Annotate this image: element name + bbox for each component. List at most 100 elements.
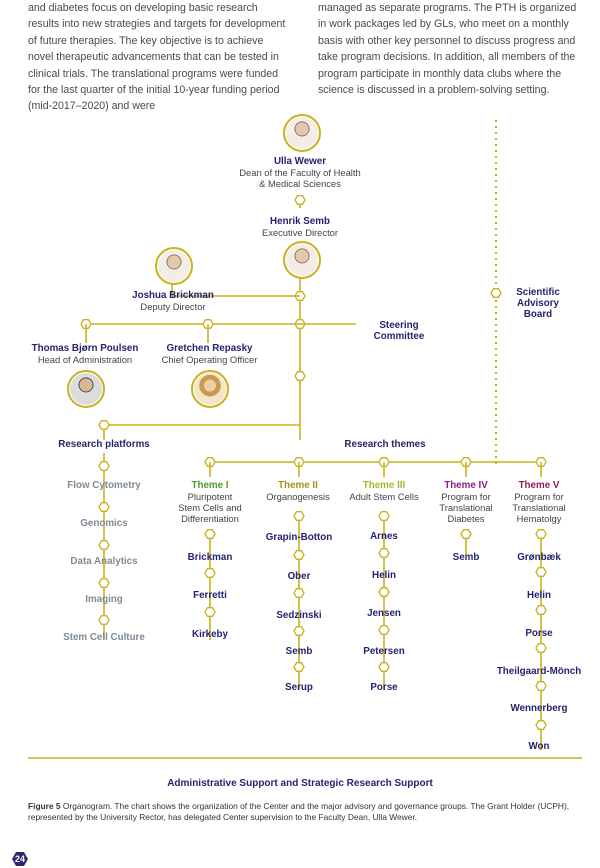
body-paragraph-left: and diabetes focus on developing basic r… xyxy=(28,2,286,113)
deputy-role: Deputy Director xyxy=(140,301,206,312)
theme-1-header: Theme I Pluripotent Stem Cells and Diffe… xyxy=(165,480,255,524)
theme-5-name: Theme V xyxy=(518,480,560,491)
connector-node xyxy=(535,681,547,691)
theme-3-member: Arnes xyxy=(370,531,398,542)
connector-node xyxy=(98,420,110,430)
steering-committee-label: Steering Committee xyxy=(359,320,439,342)
admin-name: Thomas Bjørn Poulsen xyxy=(31,343,139,354)
theme-4-desc: Program for xyxy=(441,491,491,502)
deputy-name: Joshua Brickman xyxy=(132,290,214,301)
theme-1-desc: Stem Cells and xyxy=(178,502,242,513)
theme-4-header: Theme IV Program for Translational Diabe… xyxy=(421,480,511,524)
theme-1-member: Kirkeby xyxy=(192,629,228,640)
connector-node xyxy=(293,550,305,560)
theme-5-desc: Hematolgy xyxy=(516,513,562,524)
connector-node xyxy=(378,548,390,558)
connector-node xyxy=(98,540,110,550)
connector-node xyxy=(378,587,390,597)
figure-caption: Figure 5 Organogram. The chart shows the… xyxy=(28,801,573,823)
theme-1-name: Theme I xyxy=(191,480,229,491)
research-platforms-title-text: Research platforms xyxy=(58,439,150,450)
connector-node xyxy=(204,568,216,578)
theme-1-member: Brickman xyxy=(187,552,233,563)
dean-role-line1: Dean of the Faculty of Health xyxy=(239,167,361,178)
body-paragraph-right: managed as separate programs. The PTH is… xyxy=(318,2,577,97)
steering-line2: Committee xyxy=(373,331,425,342)
theme-5-desc: Translational xyxy=(512,502,566,513)
connector-node xyxy=(98,502,110,512)
connector-node xyxy=(378,625,390,635)
director-label: Henrik Semb Executive Director xyxy=(200,216,400,238)
platform-item: Flow Cytometry xyxy=(67,480,141,491)
theme-2-member: Serup xyxy=(285,682,313,693)
theme-5-member: Grønbæk xyxy=(517,552,561,563)
avatar-ulla-wewer xyxy=(283,114,321,152)
platform-item: Stem Cell Culture xyxy=(63,632,145,643)
director-name: Henrik Semb xyxy=(270,216,330,227)
sab-line2: Advisory xyxy=(517,298,559,309)
theme-3-member: Helin xyxy=(372,570,396,581)
steering-line1: Steering xyxy=(379,320,419,331)
theme-3-member: Petersen xyxy=(363,646,405,657)
avatar-gretchen-repasky xyxy=(191,370,229,408)
theme-5-member: Porse xyxy=(525,628,553,639)
theme-4-desc: Translational xyxy=(439,502,493,513)
connector-node xyxy=(293,662,305,672)
theme-5-member: Theilgaard-Mönch xyxy=(496,666,582,677)
theme-4-name: Theme IV xyxy=(444,480,488,491)
connector-node xyxy=(490,288,502,298)
theme-3-header: Theme III Adult Stem Cells xyxy=(339,480,429,502)
research-platforms-title: Research platforms xyxy=(44,439,164,450)
theme-3-desc: Adult Stem Cells xyxy=(349,491,419,502)
theme-3-name: Theme III xyxy=(362,480,406,491)
page-number: 24 xyxy=(12,852,28,866)
theme-3-member: Jensen xyxy=(367,608,401,619)
theme-4-desc: Diabetes xyxy=(447,513,485,524)
theme-2-member: Ober xyxy=(287,571,311,582)
admin-label: Thomas Bjørn Poulsen Head of Administrat… xyxy=(20,343,150,365)
connector-node xyxy=(204,607,216,617)
platform-item: Genomics xyxy=(80,518,128,529)
connector-node xyxy=(460,529,472,539)
connector-node xyxy=(378,511,390,521)
theme-5-desc: Program for xyxy=(514,491,564,502)
admin-support-title: Administrative Support and Strategic Res… xyxy=(167,778,433,789)
theme-5-header: Theme V Program for Translational Hemato… xyxy=(494,480,584,524)
connector-node xyxy=(293,626,305,636)
connector-node xyxy=(535,529,547,539)
admin-role: Head of Administration xyxy=(37,354,133,365)
connector-node xyxy=(378,662,390,672)
research-themes-title-text: Research themes xyxy=(344,439,426,450)
research-themes-title: Research themes xyxy=(325,439,445,450)
theme-3-member: Porse xyxy=(370,682,398,693)
dean-role-line2: & Medical Sciences xyxy=(259,178,341,189)
theme-5-member: Wennerberg xyxy=(510,703,568,714)
avatar-joshua-brickman xyxy=(155,247,193,285)
director-role: Executive Director xyxy=(261,227,339,238)
deputy-label: Joshua Brickman Deputy Director xyxy=(113,290,233,312)
connector-node xyxy=(535,643,547,653)
theme-2-desc: Organogenesis xyxy=(266,491,330,502)
avatar-henrik-semb xyxy=(283,241,321,279)
coo-label: Gretchen Repasky Chief Operating Officer xyxy=(152,343,267,365)
theme-1-desc: Differentiation xyxy=(181,513,239,524)
coo-role: Chief Operating Officer xyxy=(161,354,258,365)
sab-label: Scientific Advisory Board xyxy=(503,287,573,320)
coo-name: Gretchen Repasky xyxy=(166,343,253,354)
dean-name: Ulla Wewer xyxy=(273,156,327,167)
theme-2-name: Theme II xyxy=(278,480,318,491)
theme-4-member: Semb xyxy=(452,552,480,563)
theme-5-member: Won xyxy=(528,741,550,752)
caption-label: Figure 5 xyxy=(28,801,61,811)
connector-node xyxy=(535,567,547,577)
caption-text: Organogram. The chart shows the organiza… xyxy=(28,801,570,822)
connector-node xyxy=(204,529,216,539)
theme-1-desc: Pluripotent xyxy=(187,491,233,502)
theme-2-member: Semb xyxy=(285,646,313,657)
connector-node xyxy=(294,195,306,205)
connector-node xyxy=(293,511,305,521)
connector-node xyxy=(293,588,305,598)
theme-5-member: Helin xyxy=(527,590,551,601)
avatar-thomas-poulsen xyxy=(67,370,105,408)
